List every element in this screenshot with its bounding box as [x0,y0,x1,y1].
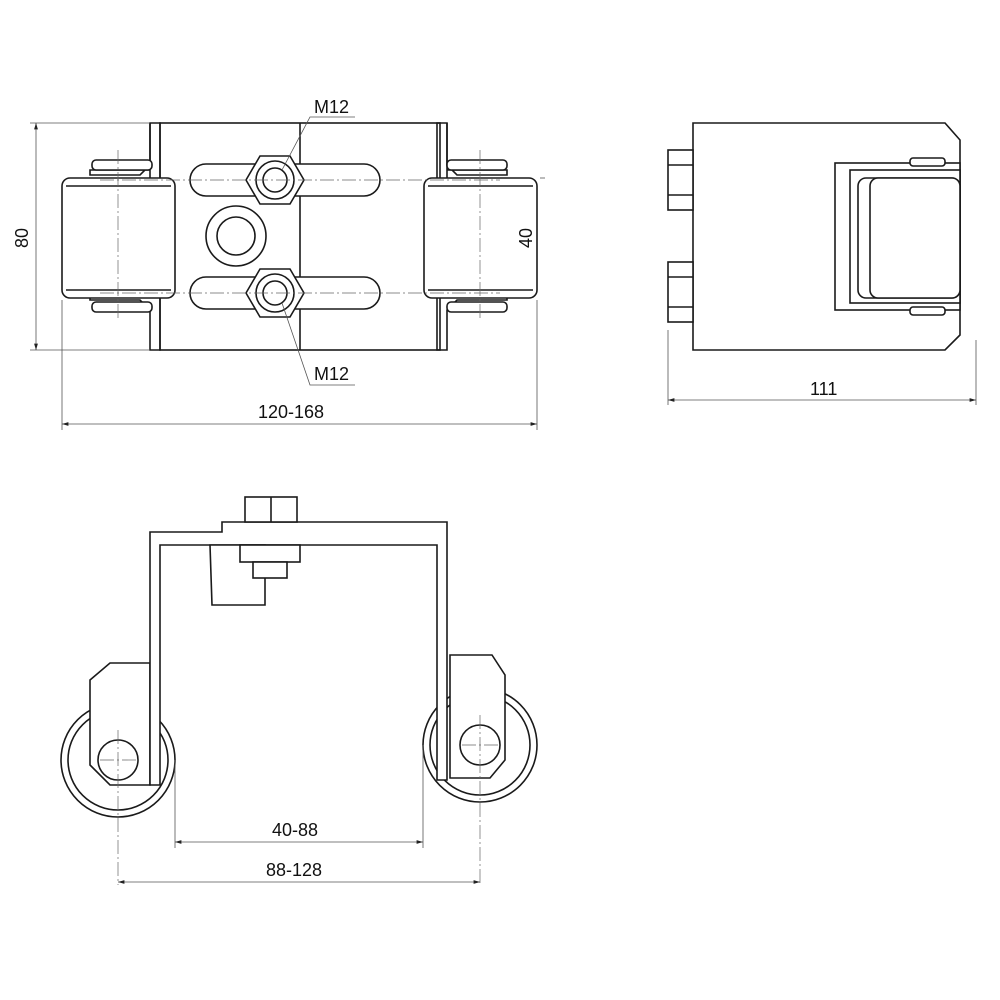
roller-height-dim: 40 [516,228,536,248]
depth-dim: 111 [810,379,837,399]
side-view [667,122,977,405]
front-view [30,116,545,430]
width-dim: 120-168 [258,402,324,422]
thread-label-bottom: M12 [314,364,349,384]
side-nut-upper [667,149,694,211]
side-nut-lower [667,261,694,323]
end-view [60,496,538,885]
thread-label-top: M12 [314,97,349,117]
wheel-span-dim: 88-128 [266,860,322,880]
right-roller [423,177,538,299]
bottom-nut [239,544,301,563]
u-bracket [149,521,448,786]
center-hole [205,205,267,267]
inner-span-dim: 40-88 [272,820,318,840]
height-dim: 80 [12,228,32,248]
left-roller [61,177,176,299]
